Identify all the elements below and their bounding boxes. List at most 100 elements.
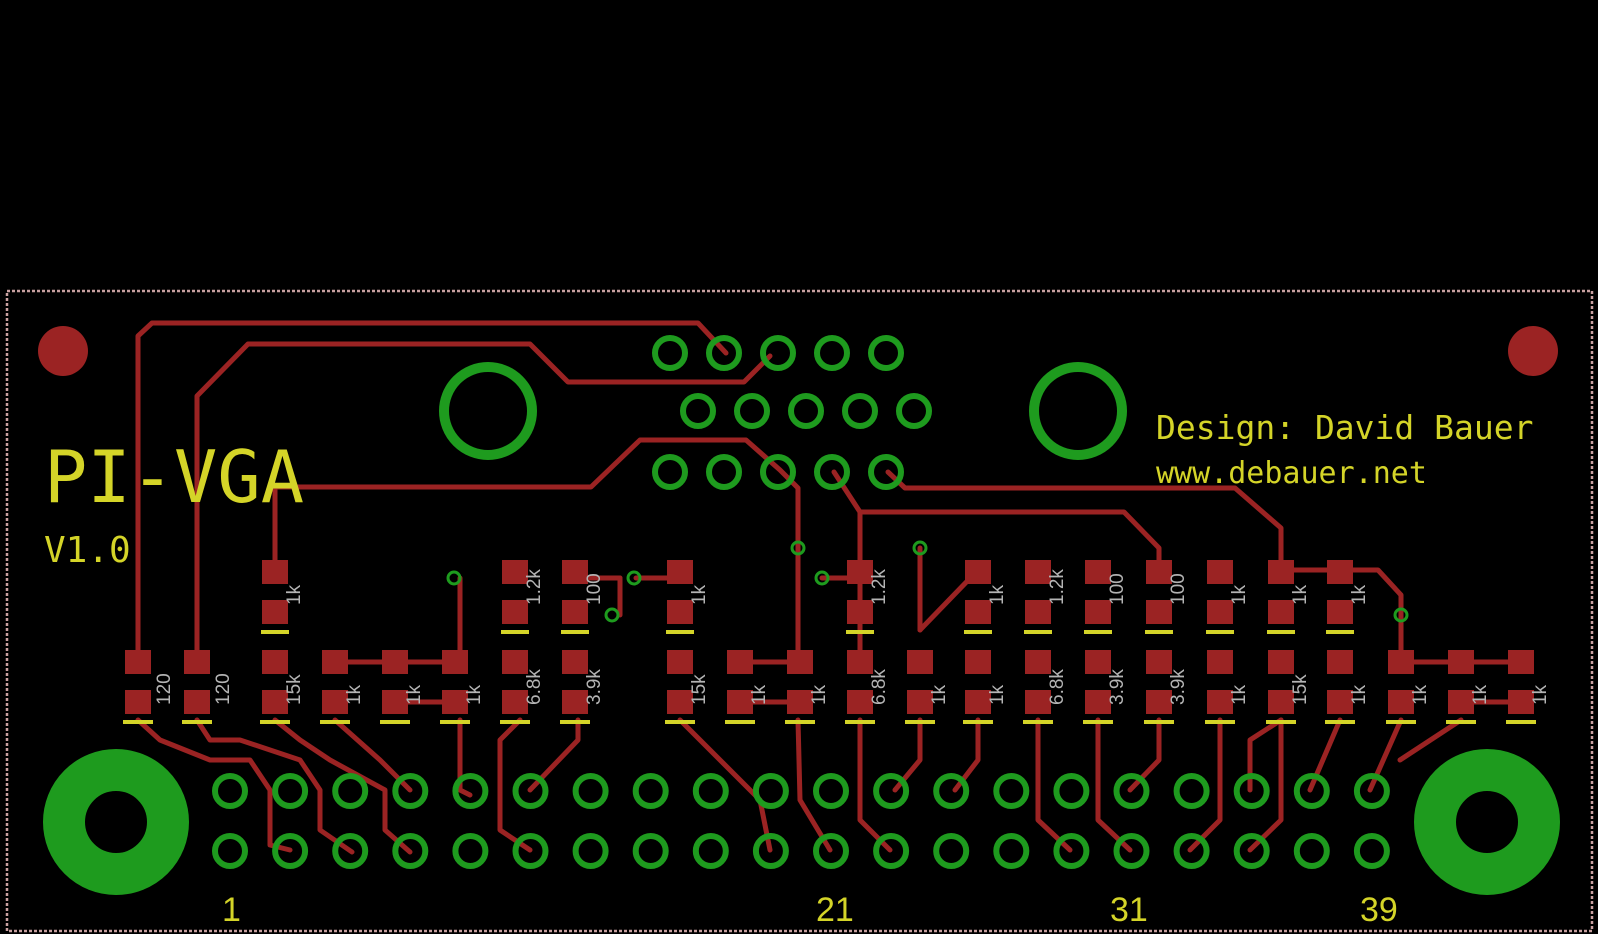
trace-16 xyxy=(272,717,413,855)
bottom-resistor-value-8: 15k xyxy=(689,674,710,705)
bottom-resistor-value-20: 1k xyxy=(1410,684,1431,705)
mounting-pad-left xyxy=(38,326,88,376)
top-resistor-pad-b-8 xyxy=(1146,600,1172,624)
via-4 xyxy=(814,570,830,586)
vga-pin-row2-3 xyxy=(788,393,824,429)
top-resistor-value-6: 1.2k xyxy=(1047,569,1068,605)
vga-pin-row1-2 xyxy=(706,335,742,371)
bottom-resistor-value-2: 15k xyxy=(284,674,305,705)
bottom-resistor-silk-16 xyxy=(1144,720,1174,724)
bottom-resistor-value-22: 1k xyxy=(1530,684,1551,705)
bottom-resistor-pad-a-14 xyxy=(1025,650,1051,674)
website-label: www.debauer.net xyxy=(1156,456,1427,491)
bottom-resistor-pad-b-3 xyxy=(322,690,348,714)
top-resistor-value-2: 100 xyxy=(584,573,605,605)
bottom-resistor-value-11: 6.8k xyxy=(869,669,890,705)
trace-14 xyxy=(135,717,293,853)
bottom-resistor-pad-a-12 xyxy=(907,650,933,674)
header-pin-5 xyxy=(332,833,369,869)
bottom-resistor-pad-b-12 xyxy=(907,690,933,714)
header-pin-26 xyxy=(933,773,970,809)
bottom-resistor-pad-a-16 xyxy=(1146,650,1172,674)
bottom-resistor-pad-b-8 xyxy=(667,690,693,714)
trace-22 xyxy=(795,717,833,853)
vga-pin-row1-3 xyxy=(760,335,796,371)
bottom-resistor-pad-a-2 xyxy=(262,650,288,674)
top-resistor-value-5: 1k xyxy=(987,584,1008,605)
mounting-pad-right xyxy=(1508,326,1558,376)
top-resistor-pad-a-0 xyxy=(262,560,288,584)
header-pin-36 xyxy=(1233,773,1270,809)
bottom-resistor-pad-b-11 xyxy=(847,690,873,714)
top-resistor-value-1: 1.2k xyxy=(524,569,545,605)
top-resistor-silk-0 xyxy=(261,630,289,634)
bottom-resistor-value-6: 6.8k xyxy=(524,669,545,705)
top-resistor-pad-a-10 xyxy=(1268,560,1294,584)
top-resistor-value-4: 1.2k xyxy=(869,569,890,605)
bottom-resistor-value-19: 1k xyxy=(1349,684,1370,705)
bottom-resistor-silk-10 xyxy=(785,720,815,724)
header-pin-29 xyxy=(1053,833,1090,869)
through-holes xyxy=(212,335,1390,869)
top-resistor-value-11: 1k xyxy=(1349,584,1370,605)
header-pin-24 xyxy=(873,773,910,809)
bottom-resistor-silk-7 xyxy=(560,720,590,724)
header-pin-3 xyxy=(272,833,309,869)
bottom-resistor-value-0: 120 xyxy=(154,673,175,705)
top-resistor-pad-b-0 xyxy=(262,600,288,624)
bottom-resistor-pad-a-18 xyxy=(1268,650,1294,674)
bottom-resistor-silk-12 xyxy=(905,720,935,724)
trace-20 xyxy=(527,717,581,793)
bottom-resistor-pad-b-2 xyxy=(262,690,288,714)
bottom-resistor-silk-21 xyxy=(1446,720,1476,724)
vga-pin-row2-4 xyxy=(842,393,878,429)
header-pin-16 xyxy=(632,773,669,809)
bottom-resistor-value-15: 3.9k xyxy=(1107,669,1128,705)
mounting-hole-left xyxy=(43,749,189,895)
bottom-resistor-silk-18 xyxy=(1266,720,1296,724)
top-resistor-silk-10 xyxy=(1267,630,1295,634)
pin-label-21: 21 xyxy=(816,891,854,929)
trace-1 xyxy=(194,341,773,663)
trace-0 xyxy=(135,320,729,663)
header-pin-20 xyxy=(752,773,789,809)
bottom-resistor-value-14: 6.8k xyxy=(1047,669,1068,705)
header-pin-9 xyxy=(452,833,489,869)
top-resistor-silk-11 xyxy=(1326,630,1354,634)
trace-27 xyxy=(1095,717,1133,853)
top-resistor-silk-4 xyxy=(846,630,874,634)
top-resistor-pad-a-5 xyxy=(965,560,991,584)
top-resistor-pad-b-10 xyxy=(1268,600,1294,624)
top-resistor-silk-8 xyxy=(1145,630,1173,634)
header-pin-4 xyxy=(272,773,309,809)
header-pin-12 xyxy=(512,773,549,809)
header-pin-6 xyxy=(332,773,369,809)
bottom-resistor-silk-22 xyxy=(1506,720,1536,724)
top-resistor-pad-a-7 xyxy=(1085,560,1111,584)
bottom-resistor-pad-b-13 xyxy=(965,690,991,714)
bottom-resistor-pad-b-6 xyxy=(502,690,528,714)
header-pin-25 xyxy=(933,833,970,869)
header-pin-2 xyxy=(212,773,248,809)
bottom-resistor-value-10: 1k xyxy=(809,684,830,705)
bottom-resistor-silk-8 xyxy=(665,720,695,724)
design-credit: Design: David Bauer xyxy=(1156,408,1534,447)
vga-pin-row3-1 xyxy=(652,454,688,490)
bottom-resistor-silk-11 xyxy=(845,720,875,724)
vga-pin-row3-2 xyxy=(706,454,742,490)
trace-3 xyxy=(831,469,1162,573)
bottom-resistor-silk-15 xyxy=(1083,720,1113,724)
pin-label-1: 1 xyxy=(222,891,241,929)
top-resistor-pad-b-3 xyxy=(667,600,693,624)
top-resistor-pad-b-7 xyxy=(1085,600,1111,624)
vga-pin-row3-3 xyxy=(760,454,796,490)
header-pin-11 xyxy=(512,833,549,869)
top-resistor-pad-a-11 xyxy=(1327,560,1353,584)
trace-15 xyxy=(194,717,355,855)
vga-pin-row2-5 xyxy=(896,393,932,429)
header-pin-40 xyxy=(1353,773,1390,809)
header-pin-28 xyxy=(993,773,1030,809)
header-pin-15 xyxy=(632,833,669,869)
top-resistor-silk-9 xyxy=(1206,630,1234,634)
